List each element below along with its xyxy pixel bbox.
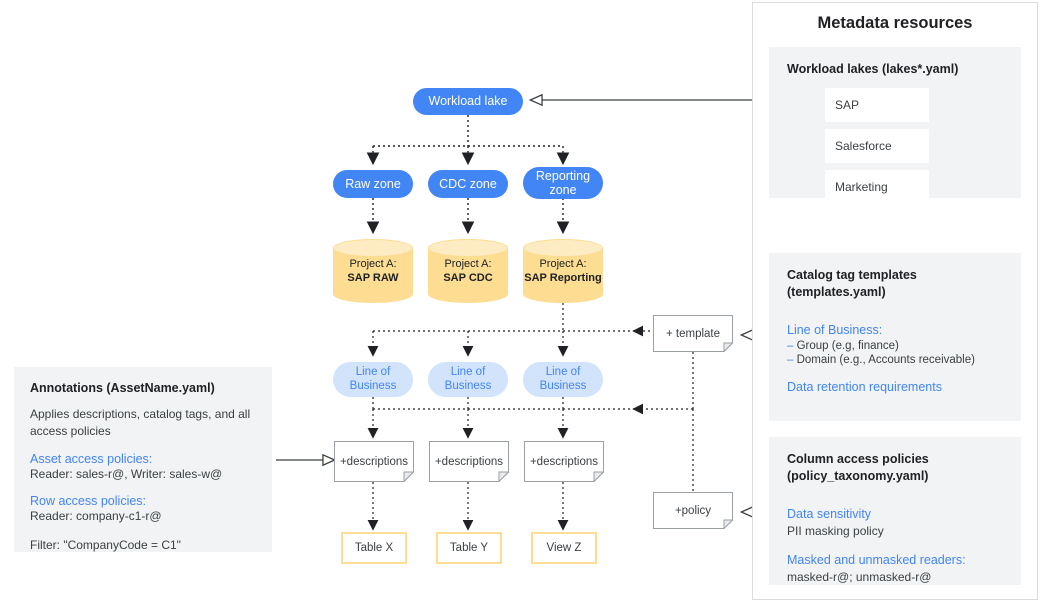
row-access-policies-label: Row access policies: bbox=[30, 494, 147, 509]
node-project-sap-cdc-label: Project A: SAP CDC bbox=[428, 239, 508, 303]
node-line-of-business-1-label: Line of Business bbox=[349, 366, 397, 392]
node-table-y-label: Table Y bbox=[449, 542, 489, 554]
dash-bullet-icon: – bbox=[787, 353, 794, 366]
line-of-business-item-group-label: Group (e.g, finance) bbox=[796, 339, 899, 352]
node-descriptions-1-label: +descriptions bbox=[339, 455, 409, 468]
cylinder-top bbox=[523, 239, 603, 257]
line-of-business-item-domain: – Domain (e.g., Accounts receivable) bbox=[787, 354, 1003, 366]
project-prefix: Project A: bbox=[349, 257, 397, 270]
cylinder-bottom bbox=[428, 285, 508, 303]
project-name: SAP RAW bbox=[347, 272, 399, 284]
node-descriptions-3[interactable]: +descriptions bbox=[524, 441, 604, 482]
node-view-z-label: View Z bbox=[546, 542, 582, 554]
note-shape bbox=[429, 441, 509, 482]
node-line-of-business-2-label: Line of Business bbox=[444, 366, 492, 392]
node-descriptions-1[interactable]: +descriptions bbox=[334, 441, 414, 482]
node-line-of-business-3[interactable]: Line of Business bbox=[523, 362, 603, 397]
spacer bbox=[787, 368, 1003, 380]
column-access-policies-heading-line1: Column access policies bbox=[787, 452, 929, 466]
column-access-policies-card: Column access policies (policy_taxonomy.… bbox=[769, 437, 1021, 585]
node-policy-note[interactable]: +policy bbox=[653, 492, 733, 529]
node-descriptions-2-label: +descriptions bbox=[434, 455, 504, 468]
column-access-policies-heading: Column access policies (policy_taxonomy.… bbox=[787, 451, 1003, 485]
project-name: SAP Reporting bbox=[524, 272, 602, 284]
cylinder-top bbox=[428, 239, 508, 257]
spacer bbox=[787, 541, 1003, 553]
dash-bullet-icon: – bbox=[787, 339, 794, 352]
column-access-policies-heading-line2: (policy_taxonomy.yaml) bbox=[787, 468, 929, 483]
node-project-sap-raw[interactable]: Project A: SAP RAW bbox=[333, 239, 413, 303]
workload-lakes-list: SAP Salesforce Marketing bbox=[825, 87, 929, 204]
node-cdc-zone[interactable]: CDC zone bbox=[428, 170, 508, 198]
node-workload-lake-label: Workload lake bbox=[428, 94, 508, 109]
catalog-tag-templates-heading-line2: (templates.yaml) bbox=[787, 284, 886, 299]
lake-item-sap-label: SAP bbox=[835, 97, 860, 112]
node-cdc-zone-label: CDC zone bbox=[439, 176, 497, 191]
line-of-business-label: Line of Business: bbox=[787, 322, 883, 337]
spacer bbox=[30, 483, 256, 494]
node-template-note-label: + template bbox=[665, 327, 721, 340]
metadata-resources-title: Metadata resources bbox=[817, 14, 973, 32]
node-table-x[interactable]: Table X bbox=[341, 532, 407, 564]
node-line-of-business-3-label: Line of Business bbox=[539, 366, 587, 392]
data-sensitivity-label: Data sensitivity bbox=[787, 506, 872, 521]
cylinder-bottom bbox=[523, 285, 603, 303]
note-shape bbox=[653, 492, 733, 529]
node-project-sap-reporting-label: Project A: SAP Reporting bbox=[523, 239, 603, 303]
asset-access-policies-label: Asset access policies: bbox=[30, 451, 153, 466]
annotations-filter: Filter: "CompanyCode = C1" bbox=[30, 537, 181, 552]
annotations-title: Annotations (AssetName.yaml) bbox=[30, 381, 215, 395]
asset-access-policies-value: Reader: sales-r@, Writer: sales-w@ bbox=[30, 466, 223, 481]
spacer bbox=[787, 311, 1003, 323]
lake-item-marketing[interactable]: Marketing bbox=[825, 169, 929, 204]
node-view-z[interactable]: View Z bbox=[531, 532, 597, 564]
data-sensitivity-value: PII masking policy bbox=[787, 523, 884, 538]
catalog-tag-templates-heading: Catalog tag templates (templates.yaml) bbox=[787, 267, 1003, 301]
catalog-tag-templates-heading-line1: Catalog tag templates bbox=[787, 268, 917, 282]
line-of-business-item-domain-label: Domain (e.g., Accounts receivable) bbox=[796, 353, 975, 366]
node-descriptions-3-label: +descriptions bbox=[529, 455, 599, 468]
node-raw-zone-label: Raw zone bbox=[345, 176, 401, 191]
row-access-policies-value: Reader: company-c1-r@ bbox=[30, 509, 162, 524]
node-raw-zone[interactable]: Raw zone bbox=[333, 170, 413, 198]
line-of-business-item-group: – Group (e.g, finance) bbox=[787, 340, 1003, 352]
workload-lakes-card: Workload lakes (lakes*.yaml) SAP Salesfo… bbox=[769, 47, 1021, 204]
lake-item-sap[interactable]: SAP bbox=[825, 87, 929, 122]
node-table-x-label: Table X bbox=[354, 542, 394, 554]
lake-item-salesforce-label: Salesforce bbox=[835, 138, 892, 153]
node-line-of-business-2[interactable]: Line of Business bbox=[428, 362, 508, 397]
node-reporting-zone-label: Reporting zone bbox=[535, 168, 591, 197]
catalog-tag-templates-card: Catalog tag templates (templates.yaml) L… bbox=[769, 253, 1021, 421]
project-prefix: Project A: bbox=[444, 257, 492, 270]
spacer bbox=[787, 495, 1003, 507]
node-project-sap-reporting[interactable]: Project A: SAP Reporting bbox=[523, 239, 603, 303]
node-descriptions-2[interactable]: +descriptions bbox=[429, 441, 509, 482]
note-shape bbox=[524, 441, 604, 482]
spacer bbox=[30, 441, 256, 452]
lake-item-marketing-label: Marketing bbox=[835, 179, 888, 194]
node-project-sap-raw-label: Project A: SAP RAW bbox=[333, 239, 413, 303]
note-shape bbox=[334, 441, 414, 482]
project-name: SAP CDC bbox=[443, 272, 493, 284]
node-reporting-zone[interactable]: Reporting zone bbox=[523, 167, 603, 199]
masked-readers-label: Masked and unmasked readers: bbox=[787, 552, 966, 567]
annotations-intro: Applies descriptions, catalog tags, and … bbox=[30, 407, 251, 439]
note-shape bbox=[653, 315, 733, 352]
node-workload-lake[interactable]: Workload lake bbox=[413, 88, 523, 115]
node-template-note[interactable]: + template bbox=[653, 315, 733, 352]
lake-item-salesforce[interactable]: Salesforce bbox=[825, 128, 929, 163]
workload-lakes-heading: Workload lakes (lakes*.yaml) bbox=[787, 62, 959, 76]
node-policy-note-label: +policy bbox=[674, 504, 712, 517]
cylinder-top bbox=[333, 239, 413, 257]
masked-readers-value: masked-r@; unmasked-r@ bbox=[787, 569, 932, 584]
annotations-panel: Annotations (AssetName.yaml) Applies des… bbox=[14, 367, 272, 552]
node-line-of-business-1[interactable]: Line of Business bbox=[333, 362, 413, 397]
node-table-y[interactable]: Table Y bbox=[436, 532, 502, 564]
spacer bbox=[30, 526, 256, 537]
project-prefix: Project A: bbox=[539, 257, 587, 270]
data-retention-requirements-label: Data retention requirements bbox=[787, 379, 942, 394]
cylinder-bottom bbox=[333, 285, 413, 303]
node-project-sap-cdc[interactable]: Project A: SAP CDC bbox=[428, 239, 508, 303]
